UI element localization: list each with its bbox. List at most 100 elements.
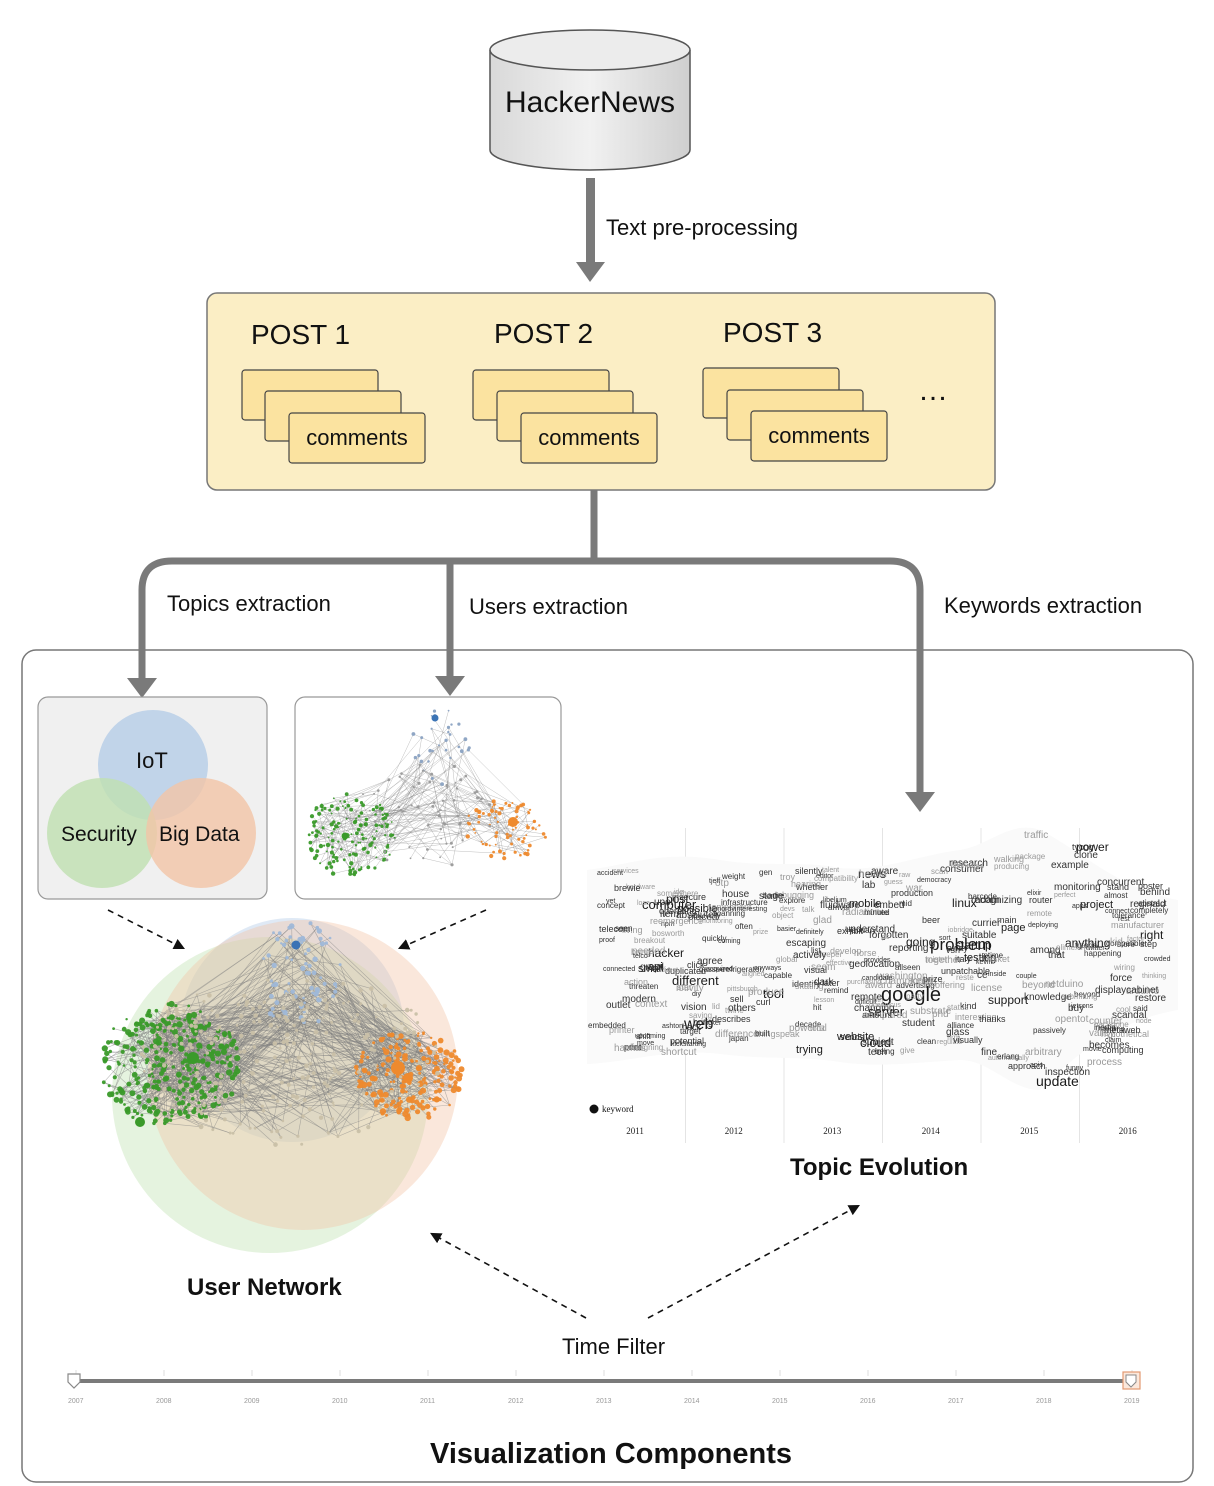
post-3-title: POST 3 xyxy=(723,317,823,348)
keyword-word: japan xyxy=(729,1034,749,1043)
keyword-word: different xyxy=(672,973,719,988)
posts-ellipsis: … xyxy=(918,374,948,407)
keyword-word: support xyxy=(988,993,1029,1007)
keyword-word: that xyxy=(1048,950,1065,961)
keyword-word: lab xyxy=(862,880,876,891)
venn-security xyxy=(47,778,157,888)
keyword-word: breakout xyxy=(634,936,666,945)
keyword-word: gen xyxy=(759,868,773,877)
keyword-word: understand xyxy=(845,924,896,935)
venn-bigdata xyxy=(146,778,256,888)
comments-stack-2 xyxy=(472,369,658,464)
keyword-word: libelium xyxy=(823,897,847,904)
keyword-word: operating xyxy=(659,906,697,916)
keyword-word: often xyxy=(735,922,753,931)
keyword-word: print xyxy=(624,1042,642,1052)
keyword-word: concept xyxy=(597,901,626,910)
keyword-word: diy xyxy=(692,991,701,998)
keyword-word: skating xyxy=(795,981,824,991)
keyword-word: uptime xyxy=(979,951,1004,960)
keyword-word: horse xyxy=(854,948,877,958)
keyword-word: thanks xyxy=(979,1014,1006,1024)
keyword-word: lid xyxy=(712,1002,721,1011)
keyword-word: jetsons xyxy=(1071,1003,1094,1010)
keyword-word: aware xyxy=(871,866,899,877)
keyword-word: compatible xyxy=(1106,939,1145,948)
container-title: Visualization Components xyxy=(430,1438,793,1470)
time-filter-end-handle[interactable] xyxy=(1125,1374,1137,1388)
keyword-word: component xyxy=(707,902,752,912)
keyword-word: decade xyxy=(795,1020,822,1029)
keyword-word: metaweb xyxy=(1104,1025,1141,1035)
keyword-word: object xyxy=(772,911,794,920)
keyword-word: hacker xyxy=(648,946,685,960)
keyword-word: vision xyxy=(681,1002,707,1013)
keyword-word: problem xyxy=(930,935,992,954)
time-filter-year: 2015 xyxy=(772,1398,788,1405)
keyword-word: curl xyxy=(756,997,771,1007)
time-filter-year: 2008 xyxy=(156,1398,172,1405)
keyword-word: brewie xyxy=(614,883,641,893)
keyword-word: reste xyxy=(956,973,974,982)
keyword-word: funny xyxy=(1066,1065,1084,1072)
keyword-word: herald xyxy=(859,869,887,880)
topic-evolution-chart xyxy=(587,827,1178,1143)
keyword-word: acquired xyxy=(706,966,733,973)
keyword-word: threaten xyxy=(629,982,659,991)
keyword-word: adam xyxy=(975,895,1001,906)
keyword-word: hearing xyxy=(791,879,822,889)
topics-extraction-label: Topics extraction xyxy=(167,591,331,616)
keyword-word: give xyxy=(900,1046,915,1055)
keyword-word: computing xyxy=(1102,1045,1144,1055)
keyword-word: opentot xyxy=(1055,1014,1089,1025)
keyword-word: move xyxy=(637,1040,655,1047)
time-filter-year: 2012 xyxy=(508,1398,524,1405)
keyword-word: example xyxy=(1051,860,1089,871)
keyword-word: took xyxy=(810,1024,826,1033)
keyword-word: produce xyxy=(748,987,785,998)
keyword-word: inspection xyxy=(1045,1067,1091,1078)
keyword-word: mister xyxy=(926,955,948,964)
keyword-word: tjeff xyxy=(709,878,721,885)
keyword-word: computer xyxy=(642,897,697,912)
keyword-word: poster xyxy=(1138,881,1164,891)
keyword-word: printer xyxy=(609,1025,635,1035)
keyword-word: startup xyxy=(955,938,992,952)
keyword-word: troy xyxy=(780,872,796,882)
keyword-word: seem xyxy=(811,962,836,973)
keyword-word: list xyxy=(811,946,821,955)
time-filter-year: 2014 xyxy=(684,1398,700,1405)
keyword-word: lose xyxy=(637,900,650,907)
keyword-word: shortcut xyxy=(661,1047,697,1058)
keyword-word: later xyxy=(822,978,840,988)
keyword-word: tool xyxy=(763,986,784,1001)
users-extraction-label: Users extraction xyxy=(469,594,628,619)
keyword-word: radiation xyxy=(842,907,881,918)
time-filter[interactable] xyxy=(67,1370,1141,1390)
keyword-word: stand xyxy=(1107,882,1130,892)
keyword-word: hardware xyxy=(626,884,656,891)
keyword-word: main xyxy=(997,915,1017,925)
keyword-word: arrival xyxy=(828,903,850,912)
keyword-word: currier xyxy=(972,918,1001,929)
keyword-word: direct xyxy=(661,967,679,974)
keyword-word: shade xyxy=(874,1040,894,1047)
keyword-word: ide xyxy=(674,889,684,896)
time-filter-start-handle[interactable] xyxy=(67,1373,81,1389)
keyword-word: sends xyxy=(840,1032,865,1042)
keyword-word: hack xyxy=(682,1022,702,1032)
keyword-word: scan xyxy=(931,867,948,876)
keyword-word: placed xyxy=(688,912,718,923)
keyword-word: apis xyxy=(1030,1062,1043,1069)
keyword-word: concurrent xyxy=(1097,877,1145,888)
keyword-word: server xyxy=(868,1004,905,1019)
evolution-year-label: 2014 xyxy=(921,1126,940,1136)
keyword-word: reginald xyxy=(1130,899,1166,910)
keyword-word: wiring xyxy=(1114,963,1135,972)
keyword-word: dark xyxy=(814,977,834,988)
keyword-word: fine xyxy=(981,1047,998,1058)
keyword-word: cool xyxy=(1116,1005,1131,1014)
keyword-word: movie xyxy=(1083,1046,1102,1053)
keyword-word: others xyxy=(728,1003,756,1014)
